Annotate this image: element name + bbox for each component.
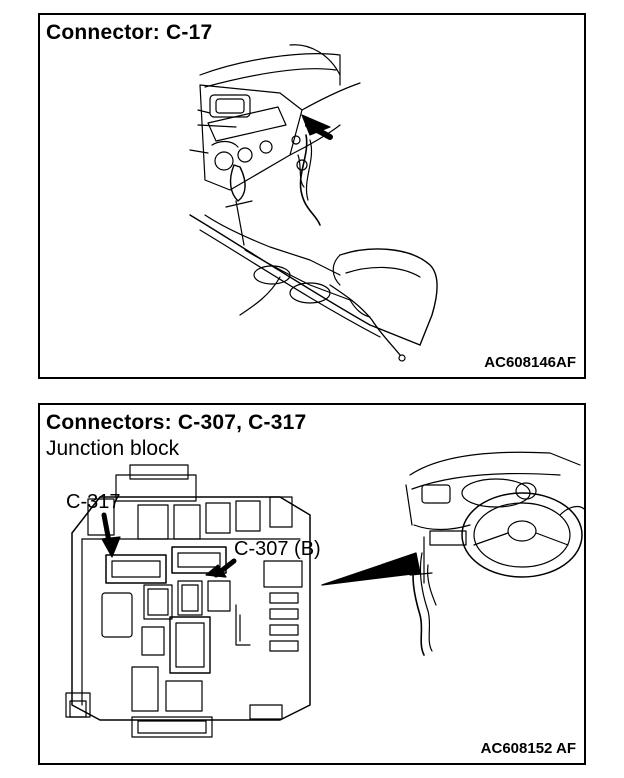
junction-block-illustration <box>65 451 584 738</box>
c307-callout: C-307 (B) <box>234 538 321 560</box>
illustration-code: AC608146AF <box>484 354 576 371</box>
panel-title: Connectors: C-307, C-317 <box>46 411 307 434</box>
connector-c17-panel: Connector: C-17 <box>38 13 586 379</box>
connector-c307-c317-panel: Connectors: C-307, C-317 Junction block <box>38 403 586 765</box>
panel-title: Connector: C-17 <box>46 21 213 44</box>
illustration-code: AC608152 AF <box>480 740 576 757</box>
c317-callout: C-317 <box>66 491 121 513</box>
dashboard-console-illustration <box>189 44 438 362</box>
panel-subtitle: Junction block <box>46 437 180 460</box>
